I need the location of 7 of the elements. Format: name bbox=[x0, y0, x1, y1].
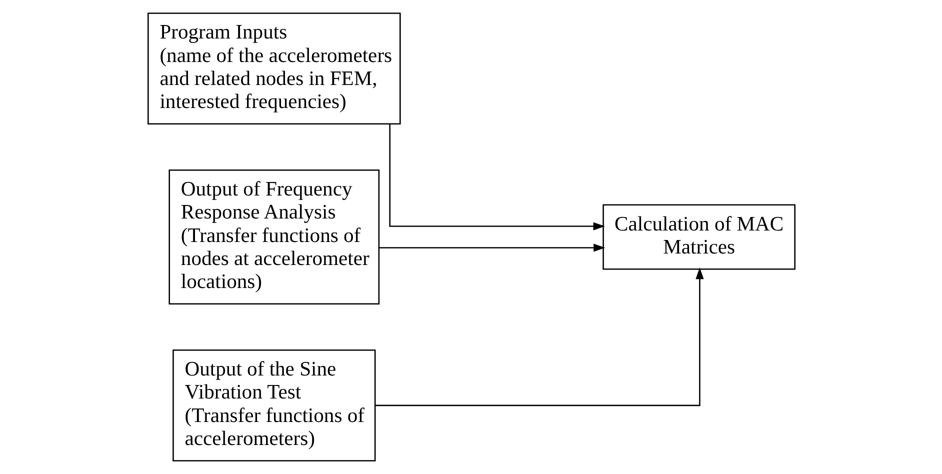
node-box: Calculation of MAC Matrices bbox=[602, 204, 795, 270]
arrow bbox=[388, 124, 604, 230]
arrow bbox=[375, 268, 704, 406]
node-box: Program Inputs (name of the accelerometers and related nodes in FEM, interested frequencies) bbox=[147, 12, 400, 124]
arrow bbox=[378, 244, 605, 252]
node-box: Output of Frequency Response Analysis (Transfer functions of nodes at accelerometer locations) bbox=[168, 170, 380, 304]
node-box: Output of the Sine Vibration Test (Transfer functions of accelerometers) bbox=[172, 350, 376, 462]
